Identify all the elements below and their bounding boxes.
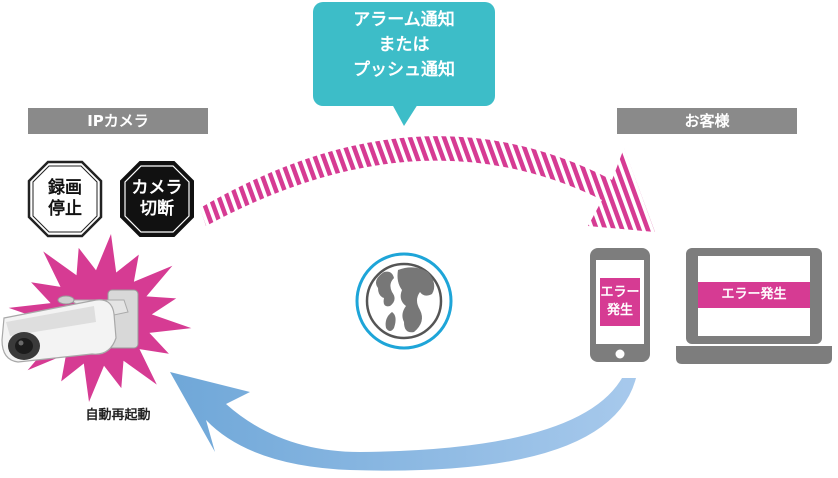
recording-stop-text: 録画 停止 [30,178,100,220]
notification-bubble [313,2,495,126]
ip-camera-illustration [1,289,139,363]
recording-stop-line-2: 停止 [48,199,82,219]
globe-icon [355,252,453,350]
phone-screen-line-2: 発生 [606,303,633,318]
recording-stop-sign [27,160,103,238]
camera-disconnect-line-1: カメラ [131,178,183,198]
auto-restart-label: 自動再起動 [85,408,151,423]
laptop-screen-text: エラー発生 [721,287,787,302]
bubble-line-2: または [378,35,430,55]
smartphone-illustration [590,248,650,362]
camera-disconnect-text: カメラ 切断 [122,178,192,220]
camera-disconnect-sign [120,161,194,237]
notification-arrow [200,136,655,232]
bubble-line-3: プッシュ通知 [353,60,455,80]
bubble-line-1: アラーム通知 [353,10,455,30]
recording-stop-line-1: 録画 [48,178,82,198]
laptop-illustration [676,248,832,364]
notification-bubble-text: アラーム通知 または プッシュ通知 [316,8,492,83]
camera-disconnect-line-2: 切断 [140,199,174,219]
phone-screen-text: エラー 発生 [600,284,640,320]
customer-label: お客様 [617,108,797,134]
phone-screen-line-1: エラー [600,285,640,300]
restart-arrow [170,372,636,471]
camera-label: IPカメラ [28,108,208,134]
